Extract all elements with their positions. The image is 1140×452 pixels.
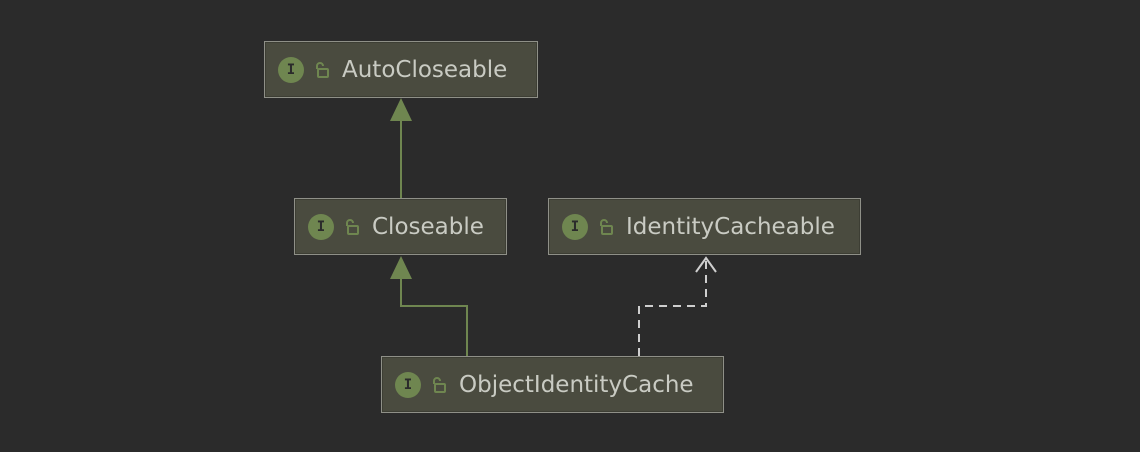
node-identitycacheable[interactable]: I IdentityCacheable [548,198,861,255]
edge-objectidentitycache-extends-closeable [390,256,468,356]
edge-closeable-extends-autocloseable [390,98,412,198]
node-closeable[interactable]: I Closeable [294,198,507,255]
interface-badge-icon: I [562,213,588,240]
node-autocloseable[interactable]: I AutoCloseable [264,41,538,98]
node-label: AutoCloseable [342,56,508,83]
interface-badge-icon: I [278,56,304,83]
open-lock-icon [433,376,446,393]
open-lock-icon [316,61,329,78]
edge-objectidentitycache-implements-identitycacheable [638,256,717,356]
open-lock-icon [600,218,613,235]
open-lock-icon [346,218,359,235]
node-objectidentitycache[interactable]: I ObjectIdentityCache [381,356,724,413]
node-label: ObjectIdentityCache [459,371,694,398]
node-label: Closeable [372,213,484,240]
interface-badge-icon: I [395,371,421,398]
interface-badge-icon: I [308,213,334,240]
node-label: IdentityCacheable [626,213,835,240]
